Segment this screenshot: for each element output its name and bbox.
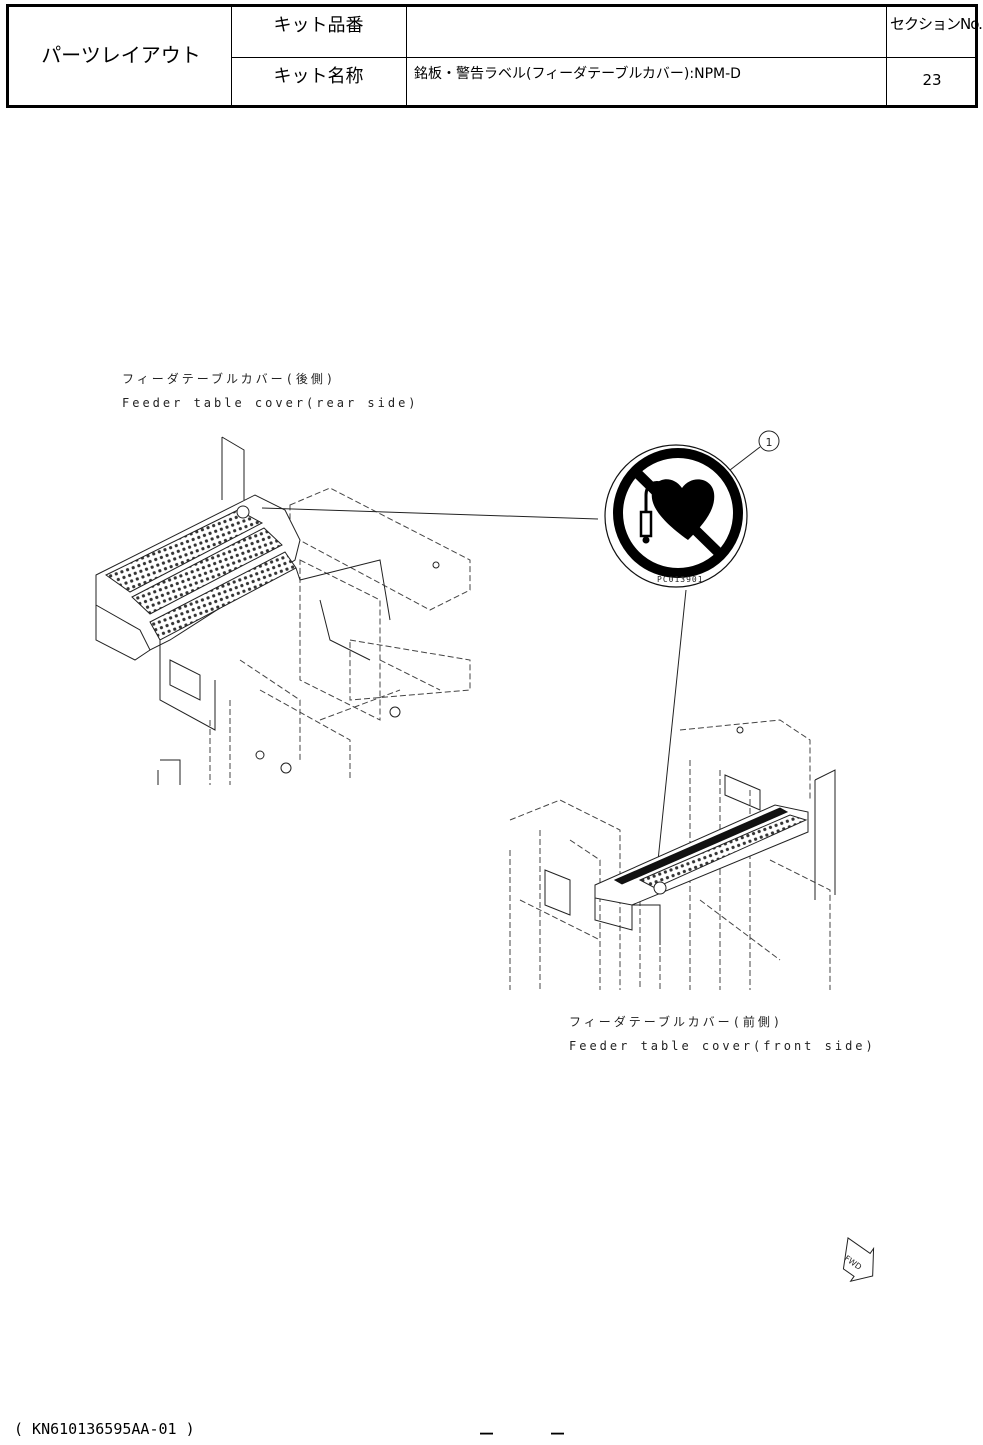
- page-dash-right: －: [549, 1420, 566, 1445]
- leader-line-front: [656, 590, 686, 880]
- page-dash-left: －: [478, 1420, 495, 1445]
- fwd-direction-arrow-icon: FWD: [829, 1233, 886, 1290]
- callout-number: 1: [766, 436, 773, 449]
- document-code: ( KN610136595AA-01 ): [14, 1420, 195, 1438]
- rear-feeder-assembly: [96, 437, 470, 785]
- label-part-code: PC013901: [657, 575, 704, 584]
- front-feeder-assembly: [510, 720, 835, 990]
- leader-line-rear: [262, 508, 598, 519]
- no-pacemaker-prohibition-icon: [605, 445, 747, 587]
